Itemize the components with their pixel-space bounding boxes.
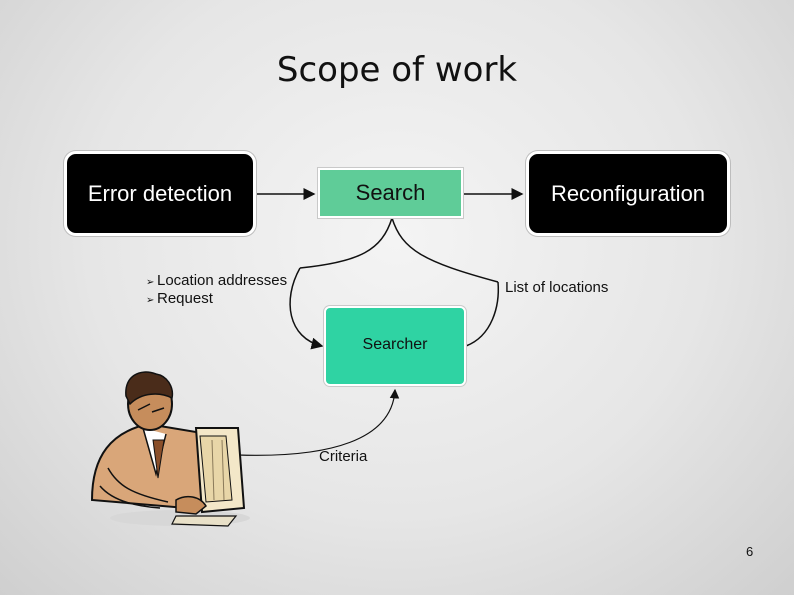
input-label-request: Request: [157, 290, 213, 307]
brace-under-search: [299, 215, 499, 283]
searcher-label: Searcher: [362, 336, 428, 353]
reconfiguration-label: Reconfiguration: [550, 180, 706, 206]
page-number: 6: [746, 544, 754, 559]
curve-searcher-to-right: [465, 281, 500, 347]
search-label: Search: [355, 180, 426, 205]
curve-left-to-searcher: [289, 267, 324, 350]
error-detection-box: Error detection: [64, 151, 256, 236]
searcher-box: Searcher: [324, 306, 466, 386]
bullet-arrow-icon: ➢: [146, 295, 155, 306]
output-label-list-of-locations: List of locations: [505, 279, 609, 296]
input-label-location-addresses: Location addresses: [157, 272, 288, 289]
reconfiguration-box: Reconfiguration: [526, 151, 730, 236]
criteria-label: Criteria: [319, 448, 368, 465]
curve-person-to-searcher: [237, 388, 400, 456]
bullet-arrow-icon: ➢: [146, 277, 155, 288]
error-detection-label: Error detection: [87, 180, 233, 206]
slide-title: Scope of work: [276, 50, 518, 90]
search-box: Search: [318, 168, 463, 218]
person-computer-clipart: [90, 371, 250, 527]
